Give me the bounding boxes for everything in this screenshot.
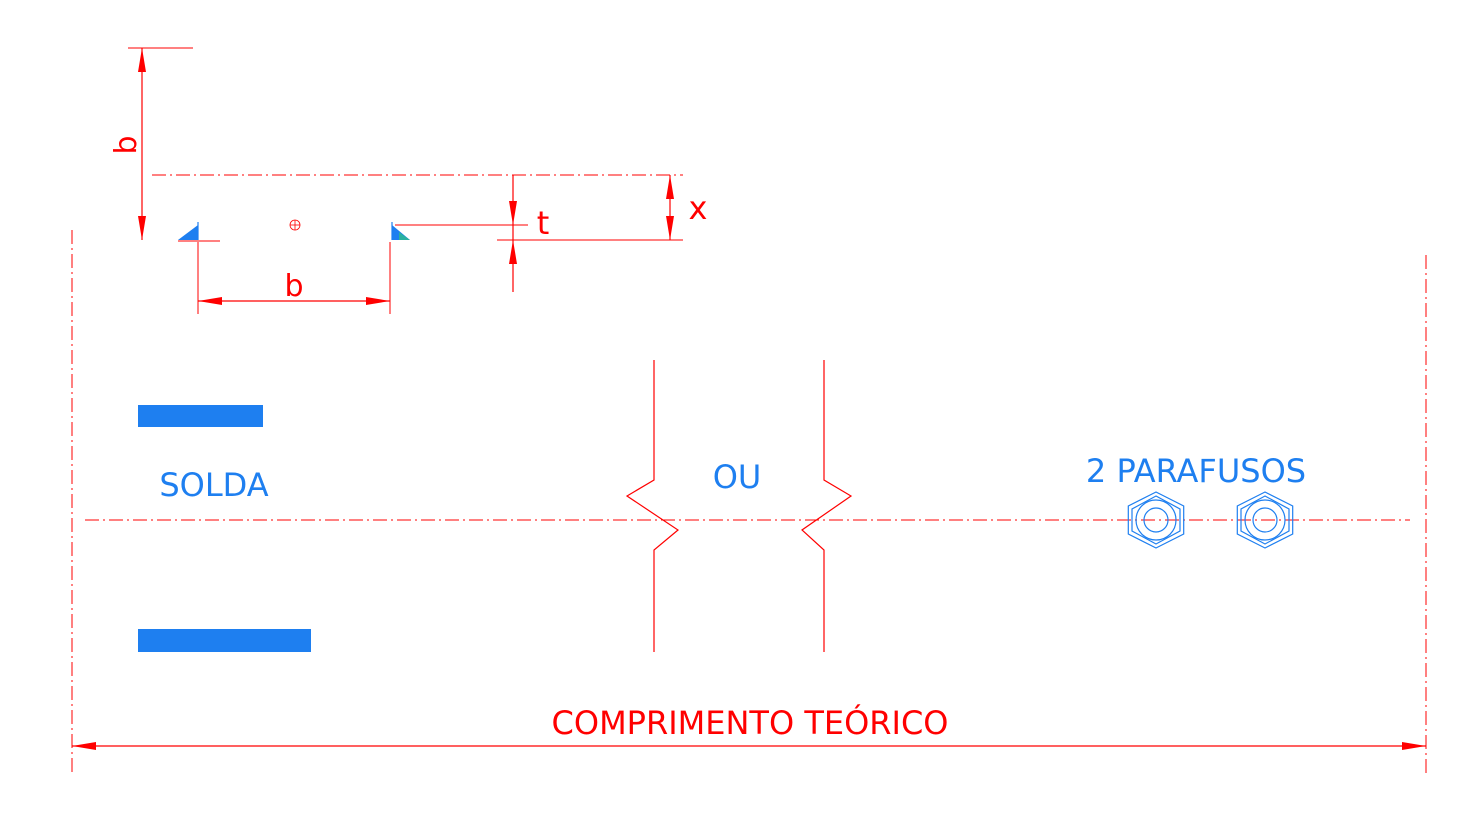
solda-label: SOLDA: [159, 466, 268, 504]
weld-bar-top: [138, 405, 263, 427]
right-angle-accent: [399, 232, 410, 240]
ou-label: OU: [713, 458, 762, 496]
x-arrow-top: [666, 175, 674, 199]
break-line-right: [801, 360, 853, 652]
bolt-right: [1236, 491, 1294, 549]
right-angle-section: [392, 225, 410, 240]
break-line-left: [625, 360, 680, 652]
x-arrow-bottom: [666, 216, 674, 240]
elevation-view: SOLDA OU 2 PARAFUSOS COMPRIMENTO TEÓRICO: [71, 230, 1427, 775]
parafusos-label: 2 PARAFUSOS: [1086, 452, 1306, 490]
x-label: x: [689, 189, 708, 227]
left-angle-section: [178, 225, 198, 240]
t-arrow-bottom: [509, 240, 517, 264]
t-label: t: [537, 204, 550, 242]
section-detail: b b t x: [109, 47, 708, 314]
bolt-left: [1127, 491, 1185, 549]
length-arrow-right: [1402, 742, 1426, 750]
length-arrow-left: [72, 742, 96, 750]
b-vertical-arrow-bottom: [138, 216, 146, 240]
b-horizontal-label: b: [284, 269, 303, 304]
b-vertical-label: b: [109, 135, 144, 154]
b-horizontal-arrow-left: [198, 297, 222, 305]
b-horizontal-arrow-right: [366, 297, 390, 305]
b-vertical-arrow-top: [138, 48, 146, 72]
comprimento-label: COMPRIMENTO TEÓRICO: [552, 703, 949, 742]
weld-bar-bottom: [138, 629, 311, 652]
centroid-marker: [289, 219, 301, 231]
t-arrow-top: [509, 201, 517, 225]
